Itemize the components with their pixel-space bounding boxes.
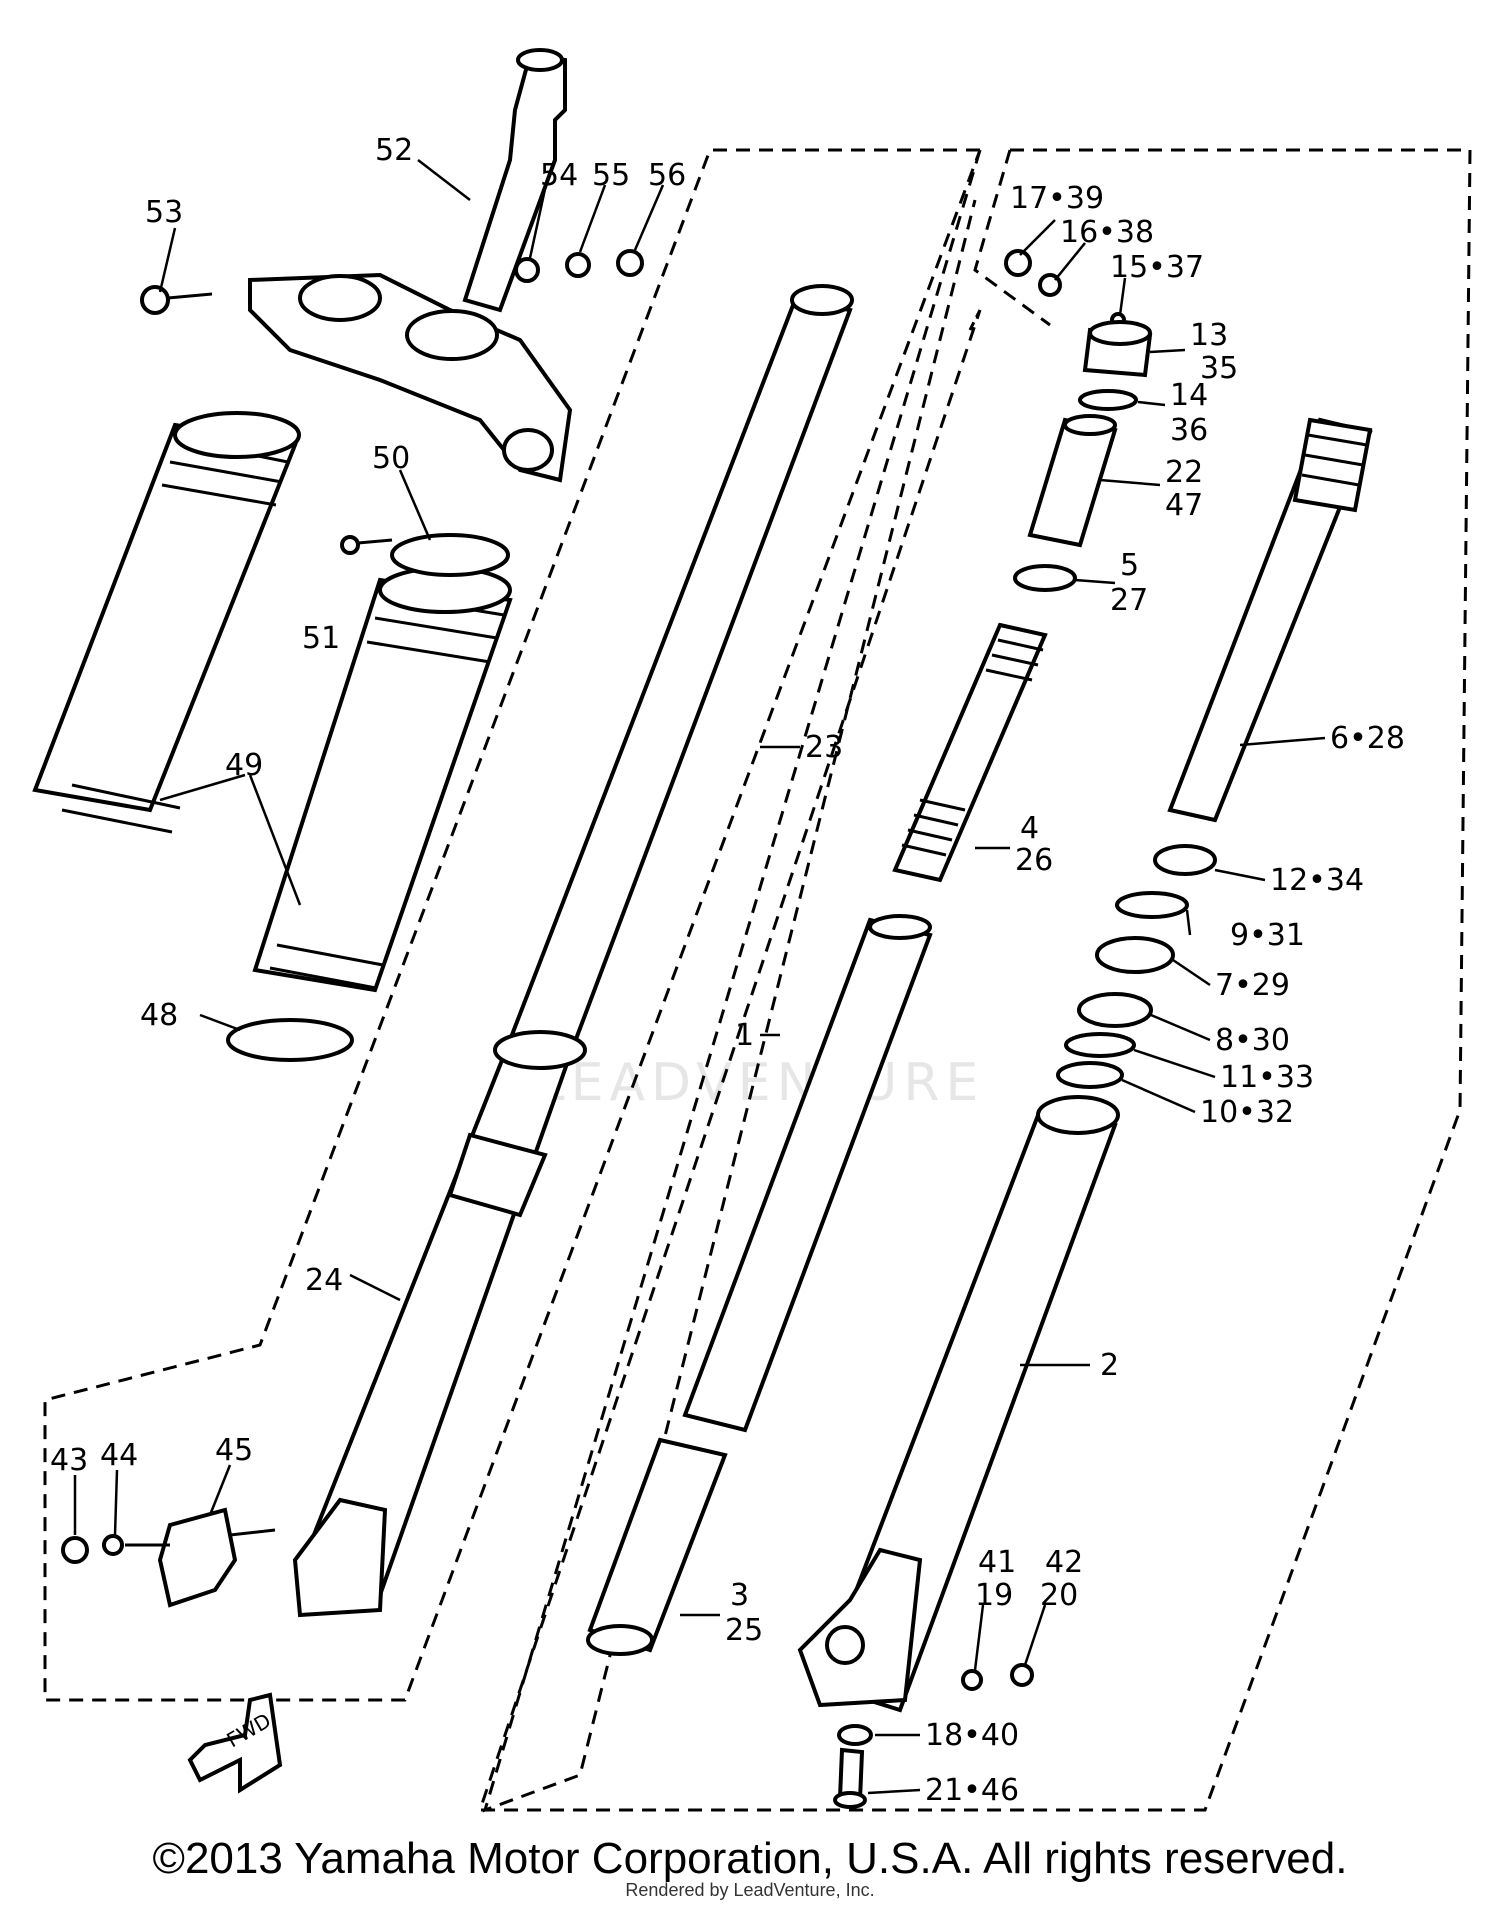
callout-18-40: 18•40 <box>925 1718 1019 1753</box>
left-assembly-boundary <box>43 148 982 1702</box>
callout-20: 20 <box>1040 1578 1078 1613</box>
callout-4: 4 <box>1020 811 1039 846</box>
washer-9 <box>1115 891 1189 919</box>
callout-27: 27 <box>1110 583 1148 618</box>
callout-48: 48 <box>140 998 178 1033</box>
bushing-8 <box>1077 992 1153 1028</box>
fork-boot-left <box>32 411 301 834</box>
gasket-18 <box>837 1724 873 1746</box>
callout-42: 42 <box>1045 1545 1083 1580</box>
fork-spring-4 <box>892 622 1048 883</box>
callout-16-38: 16•38 <box>1060 215 1154 250</box>
steering-stem-bracket <box>248 48 573 483</box>
bolt-41 <box>961 1669 983 1691</box>
forward-arrow-icon: FWD <box>187 1692 283 1794</box>
callout-26: 26 <box>1015 843 1053 878</box>
spring-seat-5 <box>1013 564 1077 592</box>
screw-51 <box>340 535 393 555</box>
clip-11 <box>1064 1032 1136 1058</box>
bolt-42 <box>1010 1663 1034 1687</box>
cap-bolt-13 <box>1082 320 1153 378</box>
callout-19: 19 <box>975 1578 1013 1613</box>
callout-44: 44 <box>100 1438 138 1473</box>
dust-seal-10 <box>1056 1061 1124 1089</box>
callout-35: 35 <box>1200 351 1238 386</box>
pinch-bolt-53 <box>140 285 213 315</box>
callout-41: 41 <box>978 1545 1016 1580</box>
callout-47: 47 <box>1165 488 1203 523</box>
copyright-notice: ©2013 Yamaha Motor Corporation, U.S.A. A… <box>152 1834 1348 1883</box>
cap-17 <box>1004 249 1032 277</box>
inner-tube-6 <box>1167 417 1373 823</box>
watermark: LEADVENTURE <box>536 1053 985 1113</box>
fork-boot-right <box>252 566 513 993</box>
callout-12-34: 12•34 <box>1270 863 1364 898</box>
callout-9-31: 9•31 <box>1230 918 1305 953</box>
callout-labels: 52 53 54 55 56 50 51 49 48 24 43 44 45 2… <box>50 133 1405 1808</box>
callout-53: 53 <box>145 195 183 230</box>
callout-43: 43 <box>50 1443 88 1478</box>
callout-6-28: 6•28 <box>1330 721 1405 756</box>
callout-1: 1 <box>735 1018 754 1053</box>
callout-36: 36 <box>1170 413 1208 448</box>
callout-50: 50 <box>372 441 410 476</box>
callout-11-33: 11•33 <box>1220 1060 1314 1095</box>
callout-17-39: 17•39 <box>1010 181 1104 216</box>
callout-10-32: 10•32 <box>1200 1095 1294 1130</box>
spacer-22 <box>1027 414 1118 548</box>
right-assembly-boundary <box>477 148 1472 1812</box>
callout-24: 24 <box>305 1263 343 1298</box>
callout-21-46: 21•46 <box>925 1773 1019 1808</box>
callout-14: 14 <box>1170 378 1208 413</box>
oil-seal-7 <box>1095 936 1175 974</box>
cap-56 <box>616 249 644 277</box>
callout-56: 56 <box>648 158 686 193</box>
rendered-by-notice: Rendered by LeadVenture, Inc. <box>625 1880 875 1900</box>
axle-holder-45 <box>125 1507 276 1608</box>
band-48 <box>226 1018 354 1062</box>
callout-15-37: 15•37 <box>1110 250 1204 285</box>
nut-55 <box>565 252 591 278</box>
callout-13: 13 <box>1190 318 1228 353</box>
callout-49: 49 <box>225 748 263 783</box>
drain-bolt-21 <box>833 1747 867 1809</box>
callout-2: 2 <box>1100 1348 1119 1383</box>
callout-55: 55 <box>592 158 630 193</box>
callout-8-30: 8•30 <box>1215 1023 1290 1058</box>
callout-23: 23 <box>805 730 843 765</box>
clamp-50 <box>390 533 510 577</box>
nut-43 <box>61 1536 89 1564</box>
washer-44 <box>102 1534 124 1556</box>
slide-bushing-12 <box>1153 844 1217 876</box>
center-assembly-boundary <box>482 149 982 1813</box>
outer-tube-2 <box>797 1095 1120 1713</box>
outer-tube-24 <box>292 1030 587 1618</box>
callout-25: 25 <box>725 1613 763 1648</box>
callout-7-29: 7•29 <box>1215 968 1290 1003</box>
washer-54 <box>514 257 540 283</box>
leader-lines <box>73 159 1326 1795</box>
damper-rod-1 <box>682 914 933 1433</box>
callout-5: 5 <box>1120 548 1139 583</box>
callout-22: 22 <box>1165 455 1203 490</box>
damper-rod-base-3 <box>586 1437 728 1656</box>
callout-51: 51 <box>302 621 340 656</box>
callout-3: 3 <box>730 1578 749 1613</box>
callout-54: 54 <box>540 158 578 193</box>
callout-52: 52 <box>375 133 413 168</box>
callout-45: 45 <box>215 1433 253 1468</box>
o-ring-14 <box>1078 389 1138 411</box>
